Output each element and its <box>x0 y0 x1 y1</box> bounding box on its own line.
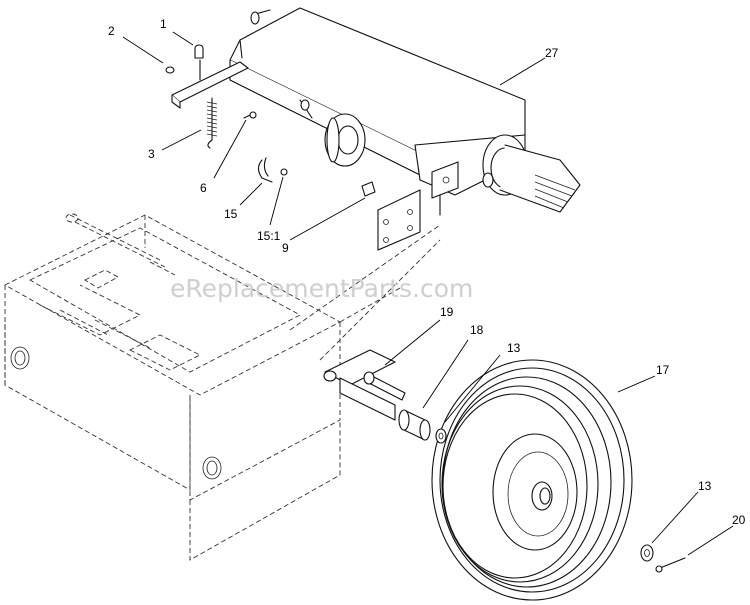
callout-20: 20 <box>732 513 746 527</box>
callout-1: 1 <box>160 17 167 31</box>
axle-parts <box>363 371 686 573</box>
chassis-frame <box>4 213 441 561</box>
wheel <box>431 359 633 601</box>
callout-9: 9 <box>282 241 289 255</box>
callout-18: 18 <box>470 323 484 337</box>
callout-labels: 1 2 3 6 15 15:1 9 27 19 18 13 17 13 20 <box>108 17 746 527</box>
roller-housing <box>229 7 581 251</box>
callout-15: 15 <box>224 207 238 221</box>
watermark: eReplacementParts.com <box>170 274 473 303</box>
callout-15-1: 15:1 <box>257 229 281 243</box>
callout-3: 3 <box>148 147 155 161</box>
spring-bracket <box>165 44 376 197</box>
callout-17: 17 <box>656 363 670 377</box>
callout-2: 2 <box>108 24 115 38</box>
callout-6: 6 <box>200 181 207 195</box>
callout-27: 27 <box>545 46 559 60</box>
axle-bolt-assembly <box>323 349 396 421</box>
callout-13-upper: 13 <box>507 341 521 355</box>
callout-19: 19 <box>440 305 454 319</box>
callout-leaders <box>122 31 734 556</box>
callout-13-lower: 13 <box>698 479 712 493</box>
